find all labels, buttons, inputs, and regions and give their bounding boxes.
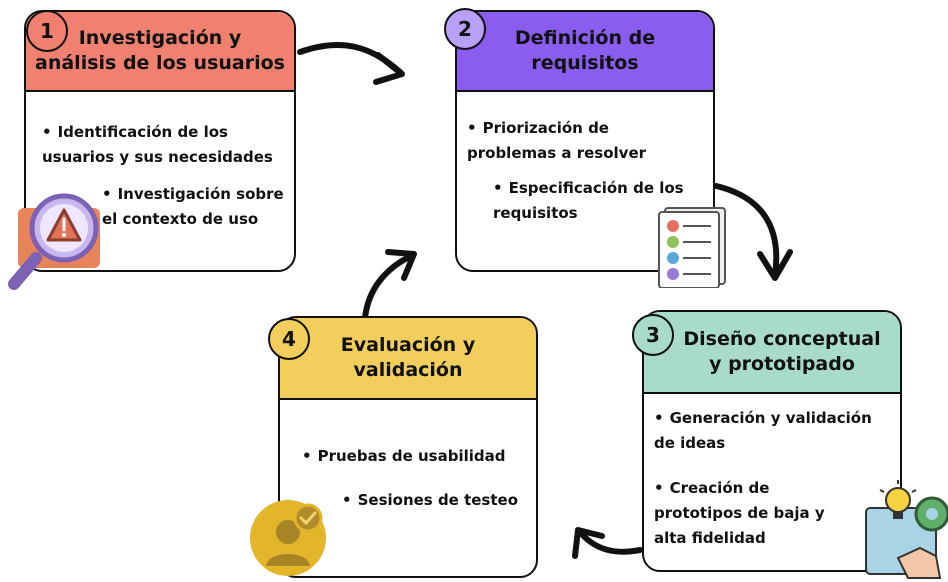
step-4-bullet-1: •Pruebas de usabilidad <box>302 447 506 465</box>
step-3-title-line1: Diseño conceptual <box>683 328 881 350</box>
step-2-card: Definición de requisitos •Priorización de… <box>455 10 715 272</box>
magnifier-warning-icon <box>8 193 100 290</box>
step-1-title-line1: Investigación y <box>78 27 242 49</box>
step-4-title-line2: validación <box>353 359 463 381</box>
step-3-number-badge: 3 <box>632 314 674 356</box>
checklist-icon <box>658 207 726 288</box>
step-4-header: Evaluación y validación <box>280 318 536 400</box>
step-1-title-line2: análisis de los usuarios <box>35 52 285 74</box>
user-check-icon <box>250 500 326 576</box>
step-3-title-line2: y prototipado <box>709 353 855 375</box>
step-2-title-line2: requisitos <box>531 52 639 74</box>
step-4-title-line1: Evaluación y <box>340 334 476 356</box>
step-2-number-badge: 2 <box>444 8 486 50</box>
step-4-number-badge: 4 <box>268 318 310 360</box>
step-3-header: Diseño conceptual y prototipado <box>644 312 900 394</box>
step-1-number-badge: 1 <box>26 10 68 52</box>
step-2-title-line1: Definición de <box>514 27 656 49</box>
step-1-header: Investigación y análisis de los usuarios <box>26 12 294 92</box>
step-3-card: Diseño conceptual y prototipado •Generaci… <box>642 310 902 572</box>
arrow-4-to-1 <box>362 252 416 321</box>
arrow-2-to-3 <box>709 182 780 278</box>
lightbulb-gear-icon <box>865 480 948 579</box>
step-4-bullet-2: •Sesiones de testeo <box>342 491 519 509</box>
arrow-3-to-4 <box>577 529 643 555</box>
step-2-header: Definición de requisitos <box>457 12 713 92</box>
